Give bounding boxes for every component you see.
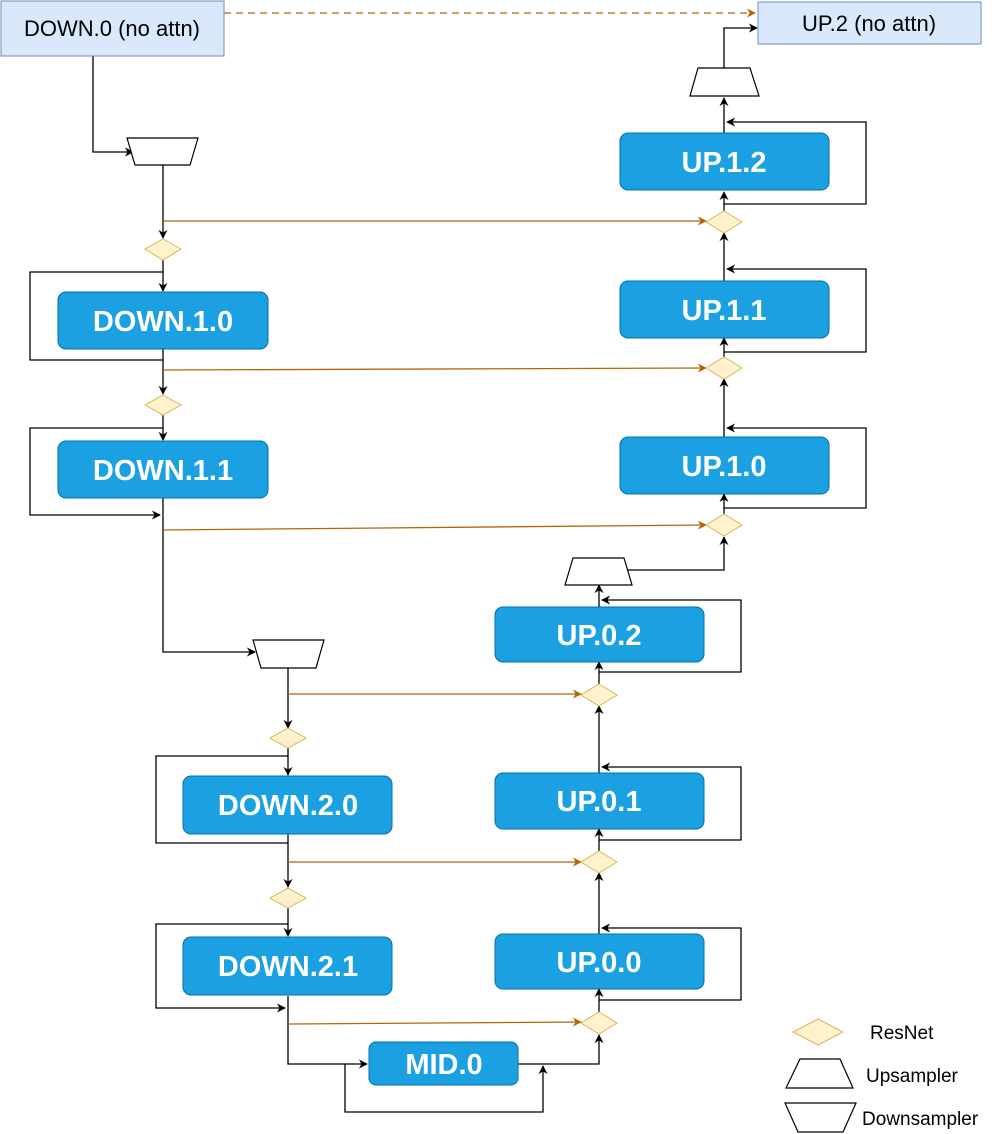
- block-up-0-1: UP.0.1: [494, 772, 705, 830]
- legend-downsampler-icon: [784, 1102, 857, 1133]
- up2-node: UP.2 (no attn): [757, 1, 982, 45]
- block-label: DOWN.2.1: [218, 951, 358, 983]
- resnet-diamond: [144, 238, 182, 261]
- legend-resnet-label: ResNet: [870, 1023, 934, 1044]
- legend-resnet-icon: [791, 1018, 845, 1046]
- block-label: MID.0: [405, 1049, 482, 1081]
- resnet-diamond: [580, 850, 618, 874]
- resnet-diamond: [705, 210, 743, 234]
- downsampler-1: [126, 137, 199, 166]
- main-path-arrows: [29, 23, 867, 1113]
- block-label: UP.0.0: [557, 947, 642, 979]
- legend-downsampler-label: Downsampler: [862, 1109, 979, 1130]
- block-label: DOWN.1.0: [93, 306, 233, 338]
- block-up-0-2: UP.0.2: [494, 606, 705, 663]
- block-up-1-2: UP.1.2: [619, 132, 830, 191]
- block-down-2-0: DOWN.2.0: [182, 775, 393, 835]
- upsampler-2: [689, 67, 760, 97]
- block-up-0-0: UP.0.0: [494, 933, 705, 990]
- down0-node: DOWN.0 (no attn): [0, 0, 225, 57]
- block-down-1-0: DOWN.1.0: [57, 291, 269, 350]
- block-label: UP.0.2: [557, 620, 642, 652]
- legend-upsampler-icon: [785, 1058, 854, 1089]
- resnet-diamond: [580, 683, 618, 707]
- block-up-1-0: UP.1.0: [619, 436, 830, 495]
- resnet-diamond: [580, 1011, 618, 1035]
- downsampler-2: [252, 639, 325, 669]
- block-label: UP.1.0: [682, 451, 767, 483]
- resnet-diamond: [268, 887, 308, 909]
- block-down-2-1: DOWN.2.1: [182, 936, 393, 996]
- up2-label: UP.2 (no attn): [802, 11, 936, 36]
- resnet-diamond: [705, 356, 743, 380]
- block-down-1-1: DOWN.1.1: [57, 440, 269, 499]
- block-label: UP.1.1: [682, 295, 767, 327]
- block-label: DOWN.2.0: [218, 790, 358, 822]
- block-label: UP.1.2: [682, 147, 767, 179]
- legend-upsampler-label: Upsampler: [866, 1066, 959, 1087]
- resnet-diamond: [268, 727, 308, 749]
- block-label: UP.0.1: [557, 786, 642, 818]
- legend: ResNet Upsampler Downsampler: [784, 1018, 979, 1133]
- down0-label: DOWN.0 (no attn): [24, 16, 200, 41]
- resnet-diamond: [143, 394, 183, 416]
- block-label: DOWN.1.1: [93, 455, 233, 487]
- skip-connection-arrows: [162, 8, 756, 1027]
- upsampler-1: [564, 557, 633, 586]
- resnet-diamond: [705, 513, 743, 537]
- block-up-1-1: UP.1.1: [619, 280, 830, 339]
- resnet-nodes: [143, 210, 743, 1035]
- block-mid-0: MID.0: [368, 1041, 519, 1086]
